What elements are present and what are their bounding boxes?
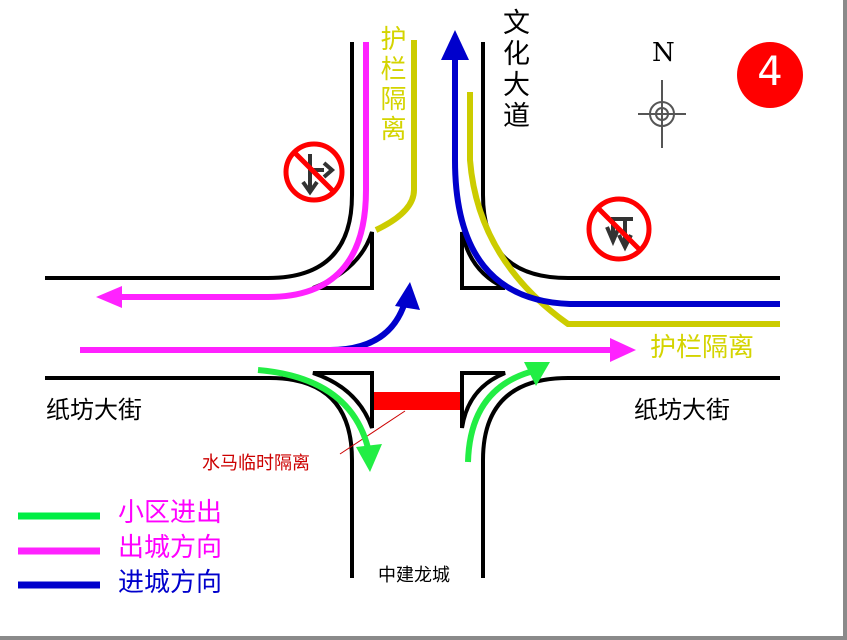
guardrail-north [374,40,417,233]
legend-label-community: 小区进出 [118,498,223,528]
compass-icon [638,80,686,148]
temp-barrier-bar [374,392,460,410]
no-left-turn-sign-icon [586,196,652,262]
inbound-route [452,58,780,307]
legend-label-outbound: 出城方向 [118,533,223,563]
badge-circle [737,42,803,108]
outbound-north-to-west [120,42,369,300]
inbound-arrowhead-north [441,30,469,60]
barrier-label-north: 护栏隔离 [376,25,406,145]
no-turn-sign-icon [283,141,345,203]
island-sw [312,371,374,429]
road-label-south: 中建龙城 [378,565,450,586]
badge-number: 4 [757,49,783,95]
outbound-east-arrowhead [610,338,636,362]
guardrail-east [467,92,780,327]
island-se [460,371,506,429]
curb-north-west [45,42,354,280]
road-label-north: 文化大道 [498,8,529,132]
road-curbs [45,42,780,578]
curb-south-east [481,376,780,578]
temp-barrier-leader [339,410,406,455]
inbound-left-turn-arrowhead [395,282,420,310]
community-exit-path [257,367,371,449]
road-label-east: 纸坊大街 [634,396,730,424]
legend-swatches [18,512,100,589]
compass-north-label: N [652,38,675,68]
curb-south-west [45,376,354,578]
community-enter-arrowhead [524,362,550,386]
inbound-left-turn [329,301,408,353]
temp-barrier-label: 水马临时隔离 [202,453,310,474]
community-exit-arrowhead [356,444,382,472]
community-enter-path [465,369,531,463]
barrier-label-east: 护栏隔离 [650,333,755,363]
road-label-west: 纸坊大街 [46,396,142,424]
outbound-west-arrowhead [96,286,122,308]
legend-label-inbound: 进城方向 [118,568,223,598]
